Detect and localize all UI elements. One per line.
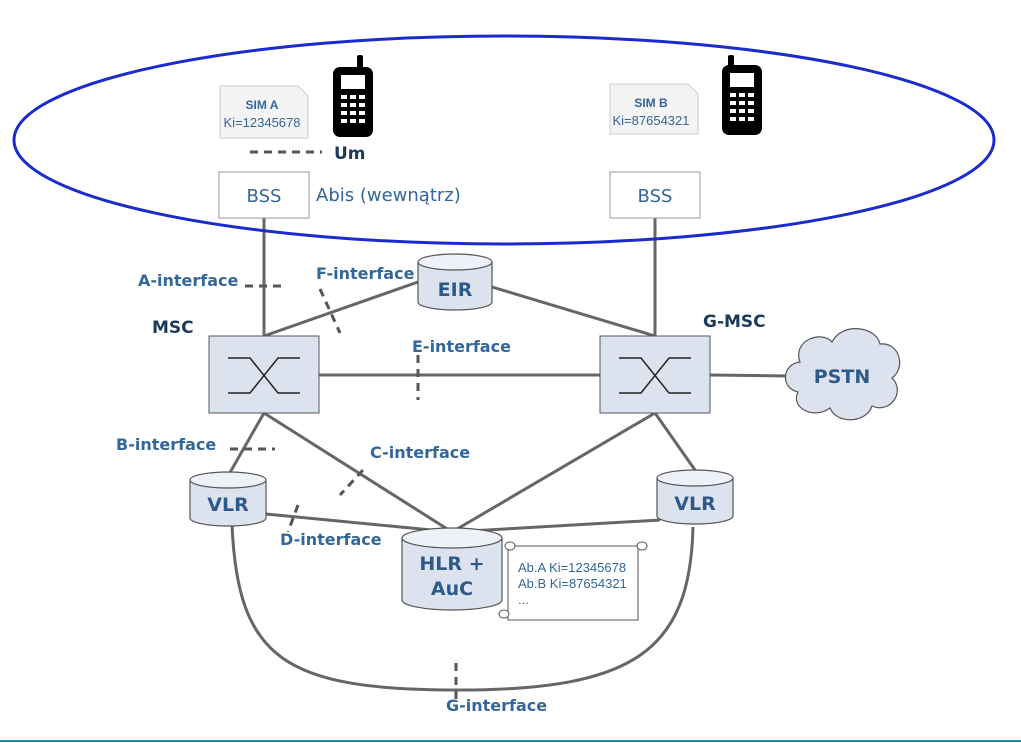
mobile-phone-b bbox=[722, 55, 762, 135]
database-icon bbox=[656, 469, 734, 525]
bss-left: BSS bbox=[218, 171, 310, 219]
sim-card-icon bbox=[219, 85, 309, 139]
d-marker bbox=[286, 504, 300, 533]
links bbox=[226, 218, 789, 692]
eir-label: EIR bbox=[438, 279, 473, 301]
sim-b-title: SIM B bbox=[634, 96, 668, 110]
g-interface-label: G-interface bbox=[446, 696, 547, 715]
d-interface-label: D-interface bbox=[280, 530, 382, 549]
hlr-label-line1: HLR + bbox=[419, 553, 484, 575]
gmsc-label: G-MSC bbox=[703, 312, 766, 332]
f-interface-label: F-interface bbox=[316, 264, 415, 283]
mobile-phone-a bbox=[333, 55, 373, 137]
hlr-vlr-right-link bbox=[451, 518, 661, 534]
sim-card-a: SIM A Ki=12345678 bbox=[219, 85, 309, 139]
sim-card-b: SIM B Ki=87654321 bbox=[609, 83, 699, 135]
auc-row-a: Ab.A Ki=12345678 bbox=[518, 560, 626, 575]
msc-hlr-link bbox=[263, 411, 453, 534]
auc-row-b: Ab.B Ki=87654321 bbox=[518, 576, 627, 591]
cloud-icon bbox=[784, 328, 901, 421]
bss-left-label: BSS bbox=[247, 186, 282, 207]
pstn-cloud: PSTN bbox=[784, 328, 901, 421]
sim-b-ki: Ki=87654321 bbox=[613, 113, 690, 128]
msc-switch bbox=[208, 335, 320, 414]
mobile-phone-icon bbox=[333, 55, 373, 137]
database-icon bbox=[417, 253, 493, 311]
vlr-right-database: VLR bbox=[656, 469, 734, 525]
bss-right: BSS bbox=[609, 171, 701, 219]
c-marker bbox=[338, 468, 365, 497]
abis-label: Abis (wewnątrz) bbox=[316, 185, 461, 206]
gmsc-pstn-link bbox=[709, 373, 789, 378]
vlr-right-label: VLR bbox=[674, 493, 716, 515]
hlr-auc-database: HLR + AuC bbox=[401, 527, 503, 611]
interface-markers bbox=[230, 150, 458, 700]
um-label: Um bbox=[334, 144, 366, 164]
database-icon bbox=[401, 527, 503, 611]
eir-gmsc-link bbox=[491, 285, 656, 338]
scroll-icon bbox=[498, 541, 648, 621]
msc-eir-link bbox=[263, 280, 419, 338]
hlr-label-line2: AuC bbox=[431, 578, 473, 600]
b-interface-label: B-interface bbox=[116, 435, 216, 454]
sim-a-title: SIM A bbox=[246, 98, 279, 112]
c-interface-label: C-interface bbox=[370, 443, 470, 462]
msc-vlr-link bbox=[226, 412, 266, 477]
gmsc-hlr-link bbox=[451, 411, 656, 534]
gmsc-vlr-link bbox=[653, 412, 697, 471]
sim-card-icon bbox=[609, 83, 699, 135]
msc-label: MSC bbox=[152, 318, 194, 338]
bss-right-label: BSS bbox=[638, 186, 673, 207]
auc-key-table: Ab.A Ki=12345678 Ab.B Ki=87654321 ... bbox=[498, 541, 648, 621]
vlr-hlr-link bbox=[265, 512, 453, 534]
vlr-left-label: VLR bbox=[207, 494, 249, 516]
a-interface-label: A-interface bbox=[138, 271, 239, 290]
switch-icon bbox=[228, 357, 300, 394]
auc-row-more: ... bbox=[518, 592, 529, 607]
sim-a-ki: Ki=12345678 bbox=[224, 115, 301, 130]
eir-database: EIR bbox=[417, 253, 493, 311]
database-icon bbox=[189, 471, 267, 527]
vlr-vlr-link bbox=[230, 524, 695, 692]
e-interface-label: E-interface bbox=[412, 337, 511, 356]
vlr-left-database: VLR bbox=[189, 471, 267, 527]
switch-icon bbox=[619, 357, 691, 394]
pstn-label: PSTN bbox=[814, 366, 870, 388]
mobile-phone-icon bbox=[722, 55, 762, 135]
gmsc-switch bbox=[599, 335, 711, 414]
radio-area-ellipse bbox=[12, 34, 996, 246]
